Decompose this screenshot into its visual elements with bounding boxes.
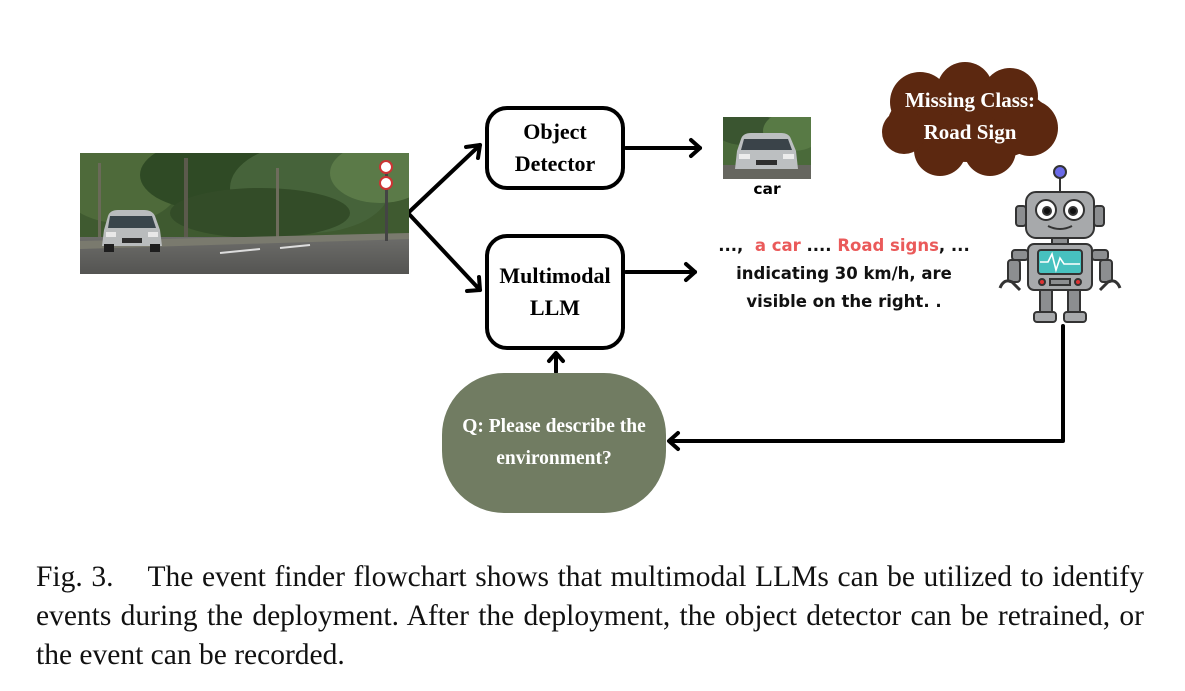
multimodal-llm-node: Multimodal LLM (485, 234, 625, 350)
answer-suffix: , ... (938, 236, 970, 255)
answer-highlight-road-signs: Road signs (837, 236, 939, 255)
llm-answer-text: ..., a car .... Road signs, ... indicati… (694, 232, 994, 316)
answer-highlight-car: a car (754, 236, 801, 255)
llm-answer-line-1: ..., a car .... Road signs, ... (694, 232, 994, 260)
arrowhead-image-to-detector (464, 143, 482, 160)
object-detector-label: Object Detector (514, 119, 596, 176)
detected-car-image (723, 117, 811, 179)
arrow-image-to-llm (406, 211, 482, 292)
arrowhead-image-to-llm (465, 275, 482, 293)
arrowhead-llm-to-answer (684, 262, 697, 282)
arrow-robot-to-query (668, 324, 1065, 443)
multimodal-llm-label: Multimodal LLM (499, 263, 611, 320)
arrow-image-to-detector (406, 143, 482, 215)
arrowhead-detector-to-car (689, 138, 702, 158)
llm-answer-line-2: indicating 30 km/h, are (736, 264, 952, 283)
detected-class-label: car (753, 180, 781, 198)
missing-class-cloud (882, 62, 1058, 176)
query-bubble: Q: Please describe the environment? (442, 373, 666, 513)
figure-caption: Fig. 3. The event finder flowchart shows… (36, 561, 1152, 671)
street-scene-image (80, 153, 409, 274)
answer-prefix: ..., (718, 236, 755, 255)
arrowhead-query-to-llm (547, 351, 565, 363)
arrowhead-robot-to-query (667, 431, 680, 451)
missing-class-label: Missing Class: Road Sign (904, 88, 1036, 144)
robot-icon (998, 165, 1122, 323)
object-detector-node: Object Detector (485, 106, 625, 190)
answer-middle: .... (800, 236, 838, 255)
llm-answer-line-3: visible on the right. . (746, 292, 942, 311)
